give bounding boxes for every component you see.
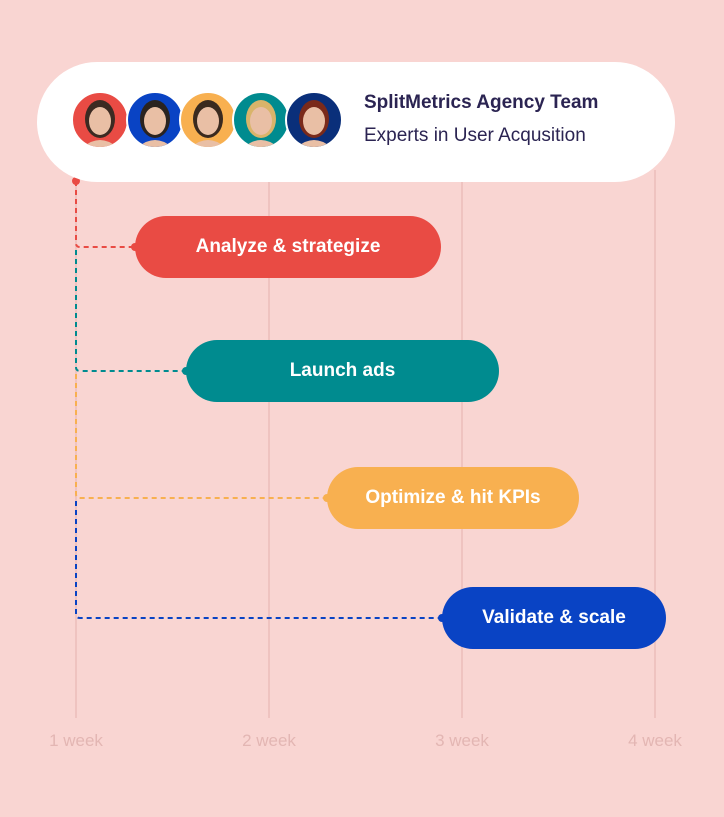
step-analyze-strategize: Analyze & strategize [135,216,441,278]
team-member-avatar [285,91,343,149]
axis-label-week-2: 2 week [242,731,296,750]
team-member-avatar [179,91,237,149]
axis-label-week-3: 3 week [435,731,489,750]
team-member-avatar [232,91,290,149]
team-member-avatar [71,91,129,149]
connector-step-4 [75,501,442,619]
team-member-avatar [126,91,184,149]
team-title: SplitMetrics Agency Team [364,92,599,113]
team-subtitle: Experts in User Acqusition [364,125,586,146]
gridline-week-3 [461,170,463,718]
connector-step-1 [75,181,135,248]
connector-step-3 [75,374,327,499]
step-optimize-hit-kpis: Optimize & hit KPIs [327,467,579,529]
axis-label-week-1: 1 week [49,731,103,750]
connector-step-2 [75,250,186,372]
gridline-week-1 [75,170,77,718]
gridline-week-2 [268,170,270,718]
axis-label-week-4: 4 week [628,731,682,750]
step-validate-scale: Validate & scale [442,587,666,649]
gridline-week-4 [654,170,656,718]
step-launch-ads: Launch ads [186,340,499,402]
